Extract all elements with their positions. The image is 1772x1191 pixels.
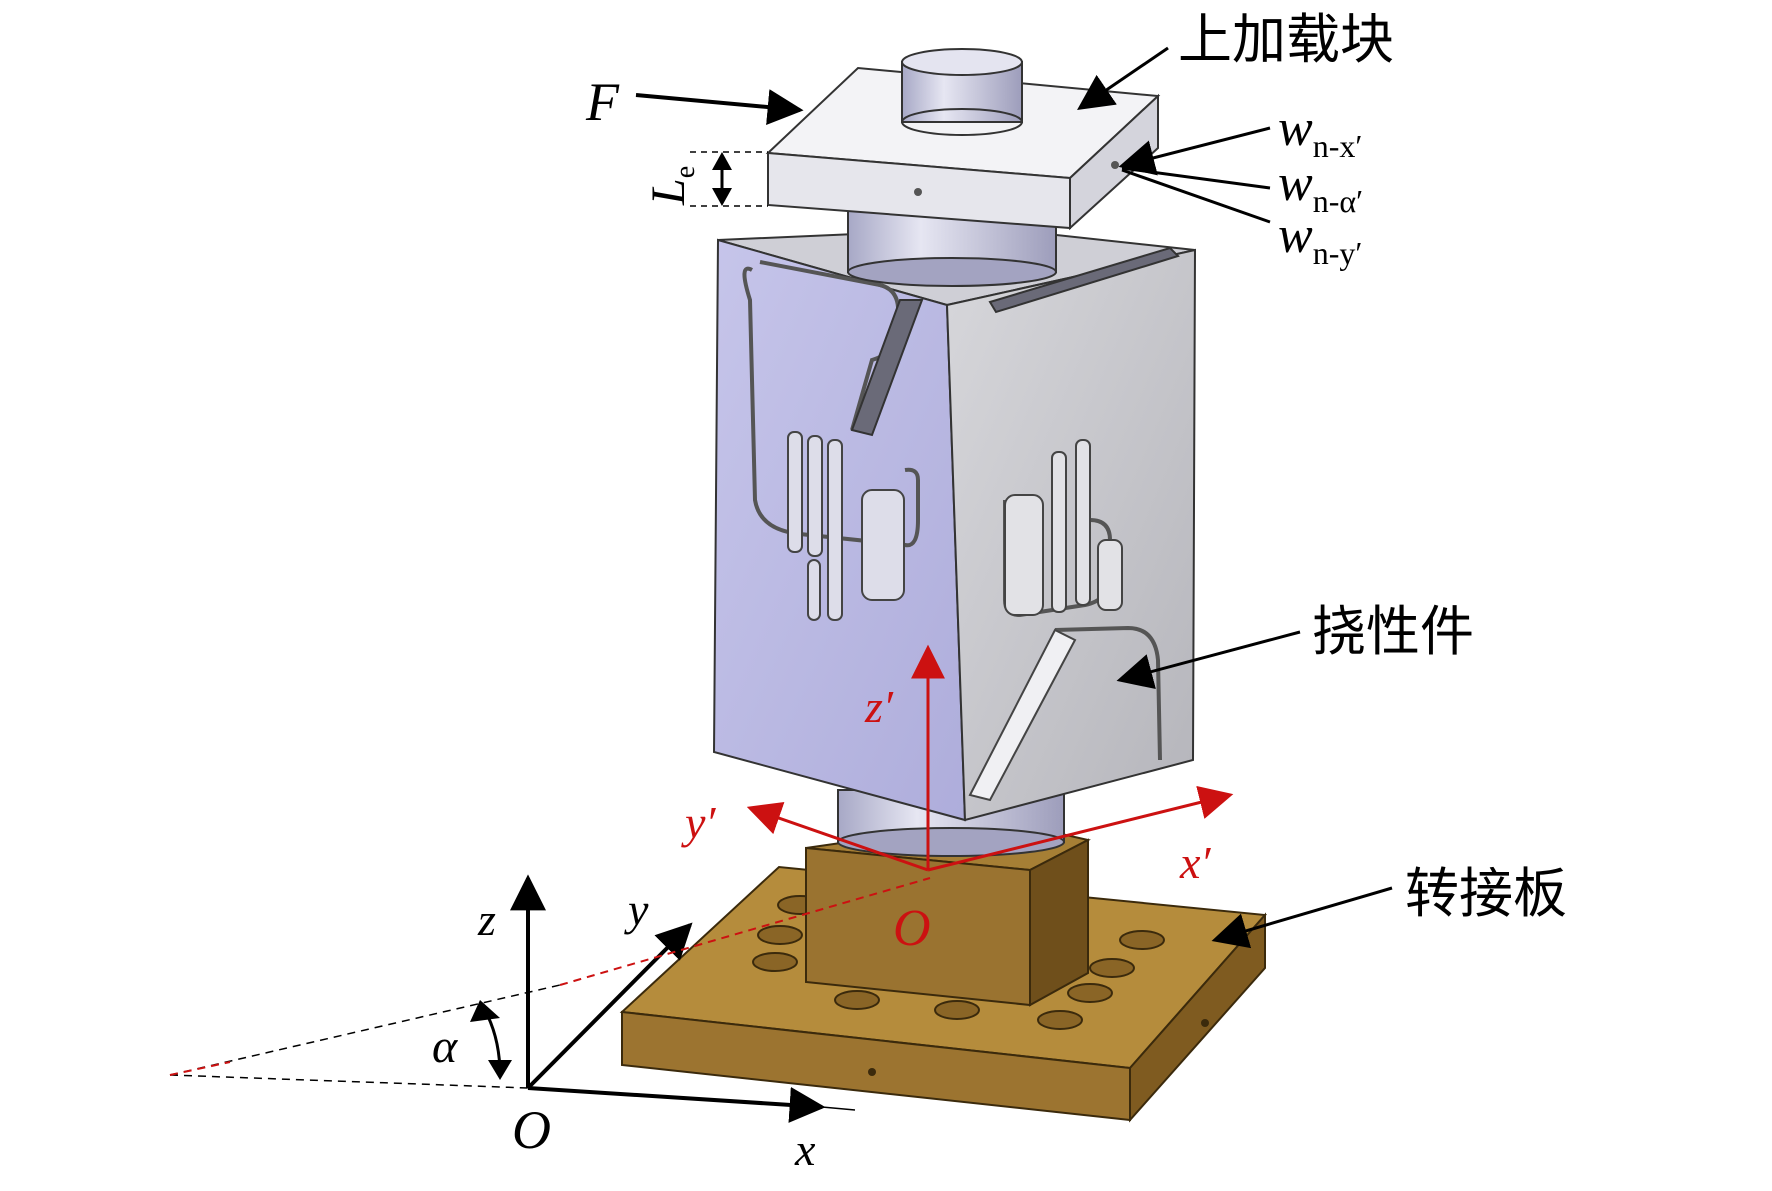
upper-cylinder [847,209,1057,287]
w-y-label: wn-y′ [1278,207,1362,271]
force-arrow-icon [635,89,804,125]
local-y-label: y′ [681,797,716,848]
global-x-axis [527,1086,826,1123]
local-z-label: z′ [864,681,894,732]
flexure-callout: 挠性件 [1116,600,1474,690]
global-y-axis [526,922,693,1090]
w-callouts: wn-x′ wn-α′ wn-y′ [1118,100,1363,271]
force-annotation: F [585,72,804,132]
global-x-label: x [794,1124,816,1175]
local-x-label: x′ [1179,837,1211,888]
upper-load-block [765,48,1161,231]
global-z-label: z [477,894,496,945]
local-origin-label: O [893,900,931,957]
local-x-axis [927,785,1234,872]
global-frame: z y x O α [169,874,931,1175]
local-y-axis [746,802,929,872]
adapter-plate-label: 转接板 [1405,862,1567,925]
angle-arrow-icon [470,1000,500,1022]
w-alpha-label: wn-α′ [1278,155,1363,219]
w-x-label: wn-x′ [1278,100,1362,164]
local-frame: z′ y′ x′ O [681,644,1234,957]
flexure-label: 挠性件 [1312,600,1474,663]
mounting-hole [752,895,1165,1030]
upper-load-block-callout: 上加载块 [1077,8,1394,111]
force-label: F [585,72,620,132]
flexure-body [712,226,1197,822]
callout-arrow-icon [1077,46,1169,111]
callout-arrow-icon [1116,630,1301,690]
le-dimension: Le [642,151,768,207]
le-label: Le [642,166,701,206]
callout-arrow-icon [1211,886,1393,949]
plate-pin-hole [868,1068,876,1076]
plate-pin-hole [1201,1019,1209,1027]
global-origin-label: O [512,1100,551,1160]
angle-label: α [432,1020,458,1073]
upper-load-block-label: 上加载块 [1178,8,1394,71]
global-y-label: y [624,884,649,935]
angle-arrow-icon [488,1060,512,1080]
callout-arrow-icon [1118,126,1271,176]
adapter-plate-callout: 转接板 [1211,862,1567,949]
